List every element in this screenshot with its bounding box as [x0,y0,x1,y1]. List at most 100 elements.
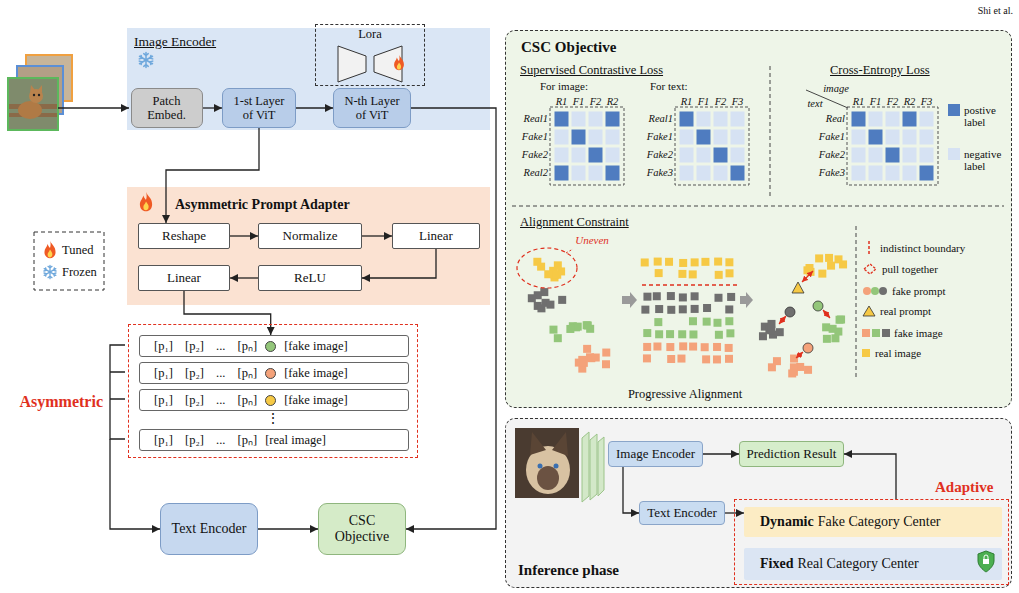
matrix-frame [847,107,938,185]
label-holder: Fake3 [819,167,845,179]
cat-eye [538,464,543,469]
legend-swatch [948,104,960,116]
encoder-panel: Image EncoderPatch Embed.1-st Layer of V… [127,28,490,130]
image-point [592,354,600,362]
legend-sample [862,286,888,296]
patch-embed-box: Patch Embed. [131,88,203,128]
image-point [667,355,675,363]
legend-swatch [948,148,960,160]
legend-text: indistinct boundary [880,242,965,254]
legend-sample [42,240,58,259]
label-holder: Shi et al. [978,5,1013,16]
node-label: Dynamic [760,514,814,530]
label-holder: Real1 [524,113,549,125]
image-point [544,270,552,278]
connector [184,291,271,335]
legend-text: Frozen [62,265,97,279]
adapter-step-box: Linear [392,223,480,249]
legend-item: negative label [948,148,1012,173]
image-point [726,269,734,277]
label-holder: R1 [853,96,865,108]
text-label: Fake1 [819,131,845,143]
legend-item: indistinct boundary [862,240,965,256]
image-point [679,259,687,267]
cat-ears [30,85,42,93]
image-point [725,258,733,266]
image-point [725,344,733,352]
image-point [558,296,566,304]
lora-down-trapezoid [338,46,366,82]
matrix-cell [886,148,900,163]
embedding-scatter [517,248,847,377]
image-point [643,343,651,351]
loss-matrices [550,107,938,185]
label-holder: Progressive Alignment [628,387,742,401]
panel-heading: CSC Objective [521,39,616,56]
legend-text: fake image [894,327,943,339]
image-point [549,326,557,334]
matrix-cell [680,148,694,163]
text-label: F1 [870,96,882,108]
node-label: [p₁] [p₂] ... [pₙ] [154,339,257,353]
label-holder: F3 [921,96,933,108]
connector [703,453,739,454]
matrix-cell [903,130,917,145]
connector [230,235,258,236]
encoder-layer [598,437,604,496]
tuned-icon [140,192,152,211]
image-point [827,262,835,270]
legend-item: Tuned [42,240,94,259]
matrix-cell [903,148,917,163]
matrix-cell [852,112,866,127]
cat-ears [530,432,568,456]
image-point [654,258,662,266]
text-label: Fake3 [647,167,673,179]
leader-line [566,249,573,253]
category-center-box: DynamicFake Category Center [744,507,1002,537]
image-frame [515,428,579,498]
lock [983,559,989,564]
text-label: Real1 [524,113,549,125]
image-point [678,330,686,338]
matrix-cell [606,148,620,163]
image-point [714,258,722,266]
text-label: F1 [573,96,585,108]
label-holder: Fake3 [647,167,673,179]
matrix-cell [903,112,917,127]
text-label: F2 [590,96,602,108]
label-holder: Alignment Constraint [520,215,629,229]
text-label: R2 [904,96,916,108]
image-point [679,342,687,350]
matrix-cell [589,130,603,145]
node-label: Real Category Center [797,556,918,572]
label-holder: text [807,98,822,110]
image-point [653,343,661,351]
legend-text: fake prompt [892,285,945,297]
matrix-cell [731,112,745,127]
image-point [823,335,831,343]
tuned-icon [394,55,404,70]
cat-eye [554,464,559,469]
connector [623,467,639,513]
text-label: F1 [698,96,710,108]
legend-sample [862,305,876,317]
label-holder: Fake2 [647,149,673,161]
image-point [805,264,813,272]
matrix-cell [555,148,569,163]
image-point [701,343,709,351]
text-label: Fake2 [819,149,845,161]
matrix-cell [572,112,586,127]
text-label: Real1 [649,113,674,125]
encoder-layer [590,434,597,500]
panel-fill [127,187,490,305]
image-point [726,329,734,337]
lora-box: Lora [315,24,425,86]
matrix-cell [606,112,620,127]
image-point [666,330,674,338]
prompt-dot [265,368,276,379]
legend-item: real prompt [862,305,931,317]
prompt-point [803,343,813,353]
label-holder: R1 [681,96,693,108]
matrix-cell [920,112,934,127]
matrix-cell [714,148,728,163]
